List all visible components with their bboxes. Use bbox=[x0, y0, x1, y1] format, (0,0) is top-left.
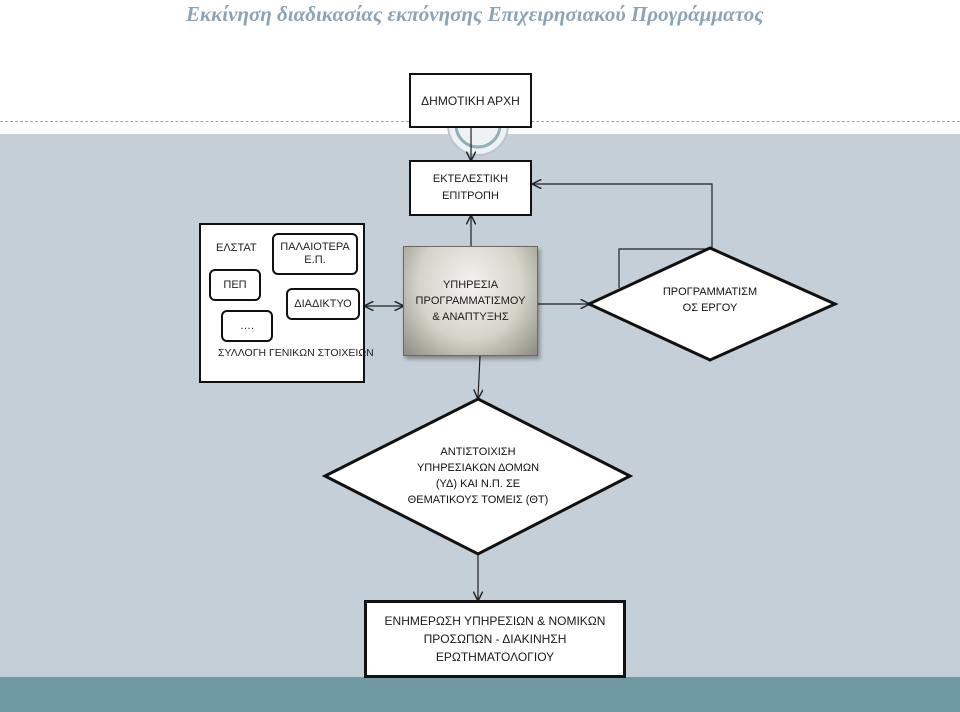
source-internet-label: ΔΙΑΔΙΚΤΥΟ bbox=[294, 297, 352, 310]
programming-diamond bbox=[585, 246, 839, 362]
edge-programming-executive bbox=[533, 184, 713, 288]
mapping-diamond bbox=[321, 397, 634, 556]
node-update-line3: ΕΡΩΤΗΜΑΤΟΛΟΓΙΟΥ bbox=[435, 650, 555, 664]
source-dots-label: …. bbox=[239, 319, 255, 332]
programming-line1: ΠΡΟΓΡΑΜΜΑΤΙΣΜ bbox=[662, 286, 758, 298]
node-service-line3: & ΑΝΑΠΤΥΞΗΣ bbox=[432, 311, 509, 323]
source-pep-label: ΠΕΠ bbox=[223, 278, 247, 291]
node-municipal: ΔΗΜΟΤΙΚΗ ΑΡΧΗ bbox=[409, 73, 532, 128]
source-dots: …. bbox=[221, 310, 273, 342]
programming-text: ΠΡΟΓΡΑΜΜΑΤΙΣΜ ΟΣ ΕΡΓΟΥ bbox=[630, 284, 790, 316]
source-pep: ΠΕΠ bbox=[209, 269, 261, 301]
source-older-line2: Ε.Π. bbox=[304, 254, 326, 266]
mapping-line4: ΘΕΜΑΤΙΚΟΥΣ ΤΟΜΕΙΣ (ΘΤ) bbox=[407, 494, 549, 506]
source-internet: ΔΙΑΔΙΚΤΥΟ bbox=[286, 288, 360, 320]
source-older-line1: ΠΑΛΑΙΟΤΕΡΑ bbox=[280, 241, 350, 253]
programming-line2: ΟΣ ΕΡΓΟΥ bbox=[682, 302, 738, 314]
node-update-line2: ΠΡΟΣΩΠΩΝ - ΔΙΑΚΙΝΗΣΗ bbox=[423, 632, 567, 646]
source-older: ΠΑΛΑΙΟΤΕΡΑ Ε.Π. bbox=[272, 233, 358, 275]
page-title: Εκκίνηση διαδικασίας εκπόνησης Επιχειρησ… bbox=[186, 2, 764, 26]
mapping-text: ΑΝΤΙΣΤΟΙΧΙΣΗ ΥΠΗΡΕΣΙΑΚΩΝ ΔΟΜΩΝ (ΥΔ) ΚΑΙ … bbox=[388, 444, 568, 508]
edge-service-mapping bbox=[478, 355, 480, 398]
bottom-band bbox=[0, 677, 960, 712]
mapping-line1: ΑΝΤΙΣΤΟΙΧΙΣΗ bbox=[440, 446, 516, 458]
node-update-line1: ΕΝΗΜΕΡΩΣΗ ΥΠΗΡΕΣΙΩΝ & ΝΟΜΙΚΩΝ bbox=[384, 614, 606, 628]
mapping-line3: (ΥΔ) ΚΑΙ Ν.Π. ΣΕ bbox=[435, 478, 521, 490]
mapping-line2: ΥΠΗΡΕΣΙΑΚΩΝ ΔΟΜΩΝ bbox=[416, 462, 540, 474]
node-municipal-label: ΔΗΜΟΤΙΚΗ ΑΡΧΗ bbox=[421, 93, 520, 108]
node-service-line2: ΠΡΟΓΡΑΜΜΑΤΙΣΜΟΥ bbox=[415, 295, 526, 307]
node-service: ΥΠΗΡΕΣΙΑ ΠΡΟΓΡΑΜΜΑΤΙΣΜΟΥ & ΑΝΑΠΤΥΞΗΣ bbox=[403, 246, 538, 356]
node-executive-line1: ΕΚΤΕΛΕΣΤΙΚΗ bbox=[432, 173, 509, 185]
sources-caption: ΣΥΛΛΟΓΗ ΓΕΝΙΚΩΝ ΣΤΟΙΧΕΙΩΝ bbox=[218, 347, 374, 359]
node-executive-line2: ΕΠΙΤΡΟΠΗ bbox=[442, 190, 499, 202]
node-executive: ΕΚΤΕΛΕΣΤΙΚΗ ΕΠΙΤΡΟΠΗ bbox=[409, 160, 532, 216]
source-elstat: ΕΛΣΤΑΤ bbox=[216, 242, 257, 254]
node-update: ΕΝΗΜΕΡΩΣΗ ΥΠΗΡΕΣΙΩΝ & ΝΟΜΙΚΩΝ ΠΡΟΣΩΠΩΝ -… bbox=[364, 600, 626, 678]
node-service-line1: ΥΠΗΡΕΣΙΑ bbox=[442, 279, 499, 291]
